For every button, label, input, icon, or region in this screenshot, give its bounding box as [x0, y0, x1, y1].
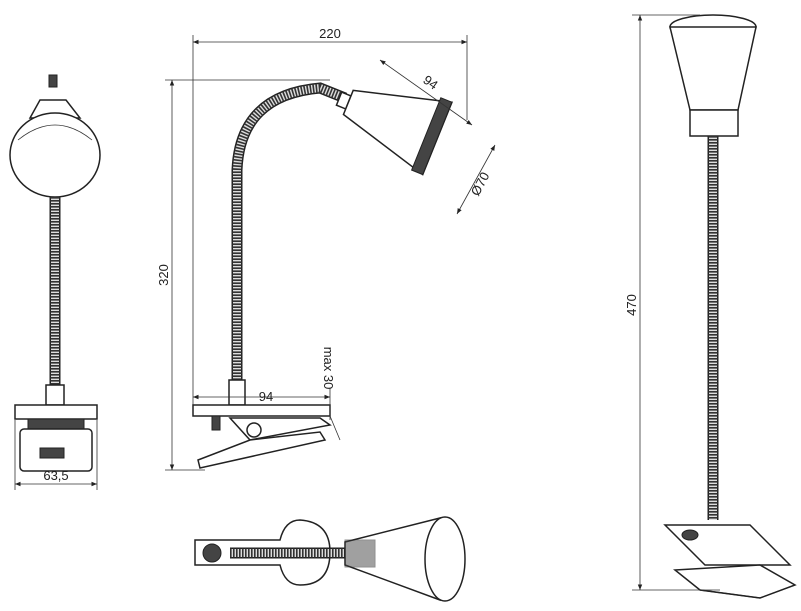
dim-arm-width: 220: [319, 26, 341, 41]
front-head-shade: [9, 112, 101, 198]
front-base-plate: [14, 404, 98, 420]
dim-side-height: 320: [156, 264, 171, 286]
tall-base-plate: [663, 524, 792, 566]
side-view: 220 320 94 Ø70 94 max 30: [156, 26, 496, 471]
dim-clamp-max: max 30: [321, 347, 336, 390]
tall-view: 470: [624, 14, 797, 599]
front-head-top: [28, 99, 82, 119]
dim-base-width: 63,5: [43, 468, 68, 483]
front-cap: [48, 74, 58, 88]
dim-base-length: 94: [259, 389, 273, 404]
front-view: 63,5: [9, 74, 101, 490]
side-clip-lower: [197, 431, 327, 469]
dim-total-height: 470: [624, 294, 639, 316]
tall-clip: [673, 564, 797, 599]
side-gooseneck: [232, 83, 347, 392]
side-base-plate: [192, 404, 331, 417]
tall-head: [669, 26, 757, 111]
dim-head-length: 94: [420, 72, 440, 93]
dim-head-diameter: Ø70: [468, 170, 493, 199]
bottom-view: [194, 516, 466, 602]
